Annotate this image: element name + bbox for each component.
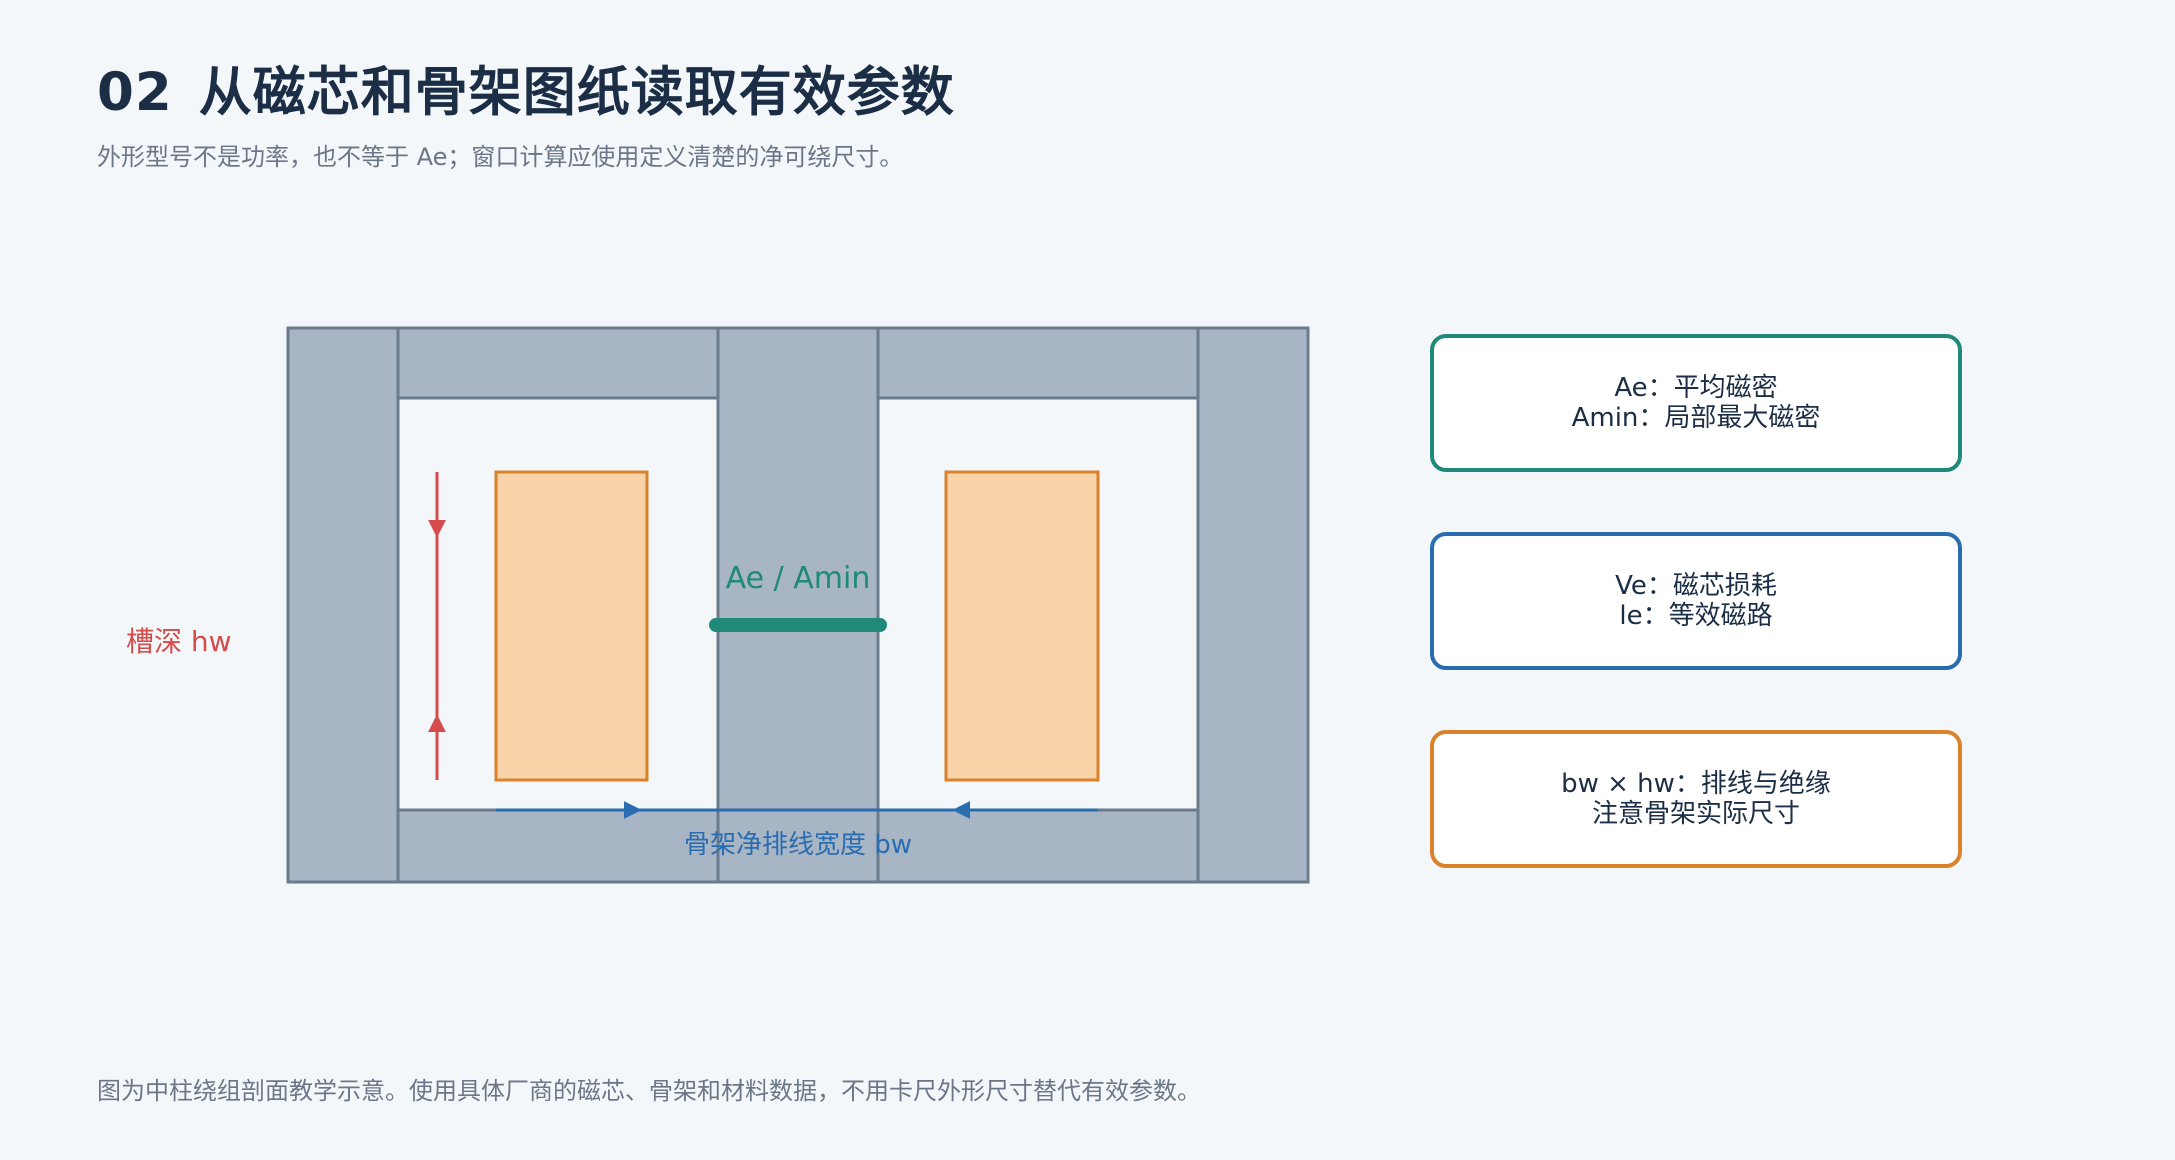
section-number: 02 [97,62,173,123]
width-label: 骨架净排线宽度 bw [684,830,912,860]
right-coil [944,470,1100,782]
card-line-2: Amin：局部最大磁密 [1571,403,1821,433]
card-line-2: 注意骨架实际尺寸 [1591,799,1800,829]
footer-note: 图为中柱绕组剖面教学示意。使用具体厂商的磁芯、骨架和材料数据，不用卡尺外形尺寸替… [97,1077,1201,1105]
left-coil [494,470,649,782]
depth-label: 槽深 hw [126,625,232,658]
card-line-2: le：等效磁路 [1619,601,1773,631]
card-line-1: bw × hw：排线与绝缘 [1561,769,1831,799]
ae-amin-card: Ae：平均磁密 Amin：局部最大磁密 [1430,334,1962,472]
page-subtitle: 外形型号不是功率，也不等于 Ae；窗口计算应使用定义清楚的净可绕尺寸。 [97,143,904,171]
bw-hw-card: bw × hw：排线与绝缘 注意骨架实际尺寸 [1430,730,1962,868]
card-line-1: Ae：平均磁密 [1614,373,1778,403]
card-line-1: Ve：磁芯损耗 [1615,571,1777,601]
ve-le-card: Ve：磁芯损耗 le：等效磁路 [1430,532,1962,670]
title-text: 从磁芯和骨架图纸读取有效参数 [198,62,955,123]
page-title: 02 从磁芯和骨架图纸读取有效参数 [97,50,955,126]
center-leg-label: Ae / Amin [726,561,871,596]
